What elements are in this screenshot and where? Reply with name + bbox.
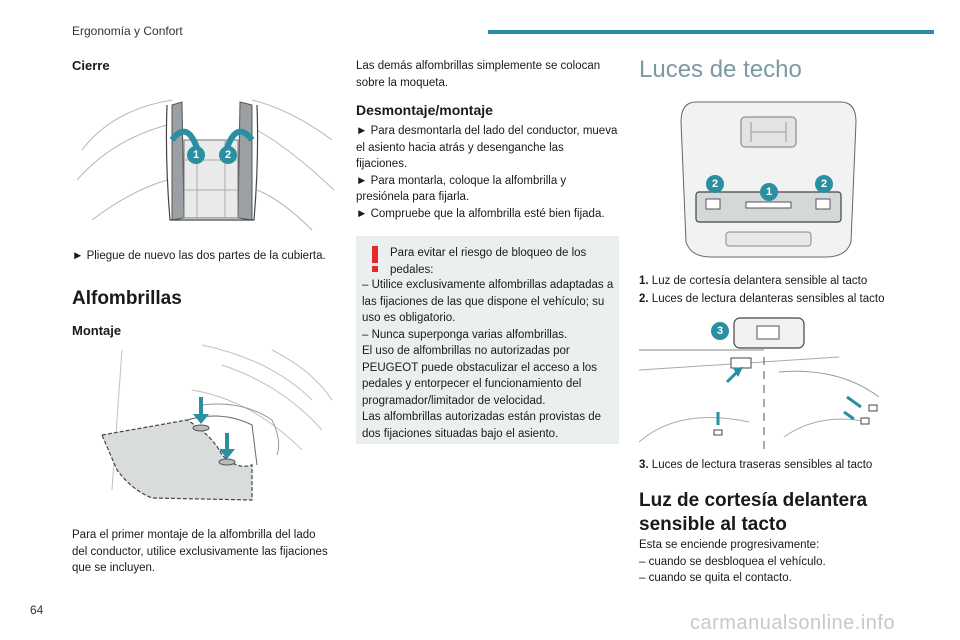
- desmontaje-steps: ► Para desmontarla del lado del conducto…: [356, 125, 618, 220]
- watermark: carmanualsonline.info: [690, 612, 896, 634]
- montaje-heading: Montaje: [72, 323, 122, 338]
- warning-text-body: – Utilice exclusivamente alfombrillas ad…: [362, 279, 614, 440]
- badge-1: 1: [187, 146, 205, 164]
- desmontaje-heading: Desmontaje/montaje: [356, 102, 493, 118]
- alfombrillas-intro: Las demás alfombrillas simplemente se co…: [356, 60, 601, 89]
- legend-item-3-text: Luces de lectura traseras sensibles al t…: [651, 459, 873, 471]
- luces-de-techo-heading: Luces de techo: [639, 56, 802, 83]
- rear-reading-lights-illustration: [639, 317, 880, 452]
- badge-1: 1: [760, 183, 778, 201]
- page-number: 64: [30, 603, 44, 617]
- alfombrillas-heading: Alfombrillas: [72, 288, 182, 309]
- header-section-title: Ergonomía y Confort: [72, 24, 183, 38]
- badge-2: 2: [219, 146, 237, 164]
- badge-2-left: 2: [706, 175, 724, 193]
- montaje-text: Para el primer montaje de la alfombrilla…: [72, 529, 328, 574]
- luz-cortesia-heading: Luz de cortesía delantera sensible al ta…: [639, 490, 868, 535]
- armrest-cover-illustration: [76, 99, 335, 231]
- front-ceiling-lights-illustration: [680, 101, 857, 258]
- legend-item-1-text: Luz de cortesía delantera sensible al ta…: [651, 275, 868, 287]
- legend-item-2-number: 2.: [639, 293, 649, 305]
- cierre-heading: Cierre: [72, 58, 110, 73]
- legend-item-3-number: 3.: [639, 459, 649, 471]
- luz-cortesia-text: Esta se enciende progresivamente: – cuan…: [639, 539, 826, 584]
- legend-item-2: 2. Luces de lectura delanteras sensibles…: [639, 291, 939, 308]
- warning-box: Para evitar el riesgo de bloqueo de los …: [356, 236, 619, 444]
- legend-item-3: 3. Luces de lectura traseras sensibles a…: [639, 457, 939, 474]
- badge-2-right: 2: [815, 175, 833, 193]
- header-accent-bar: [488, 30, 934, 34]
- cierre-text: ► Pliegue de nuevo las dos partes de la …: [72, 250, 326, 262]
- warning-exclamation-icon: [372, 246, 378, 272]
- warning-text-lead: Para evitar el riesgo de bloqueo de los …: [390, 247, 587, 276]
- floor-mat-illustration: [101, 344, 333, 501]
- legend-item-2-text: Luces de lectura delanteras sensibles al…: [651, 293, 885, 305]
- legend-item-1: 1. Luz de cortesía delantera sensible al…: [639, 273, 939, 290]
- badge-3: 3: [711, 322, 729, 340]
- legend-item-1-number: 1.: [639, 275, 649, 287]
